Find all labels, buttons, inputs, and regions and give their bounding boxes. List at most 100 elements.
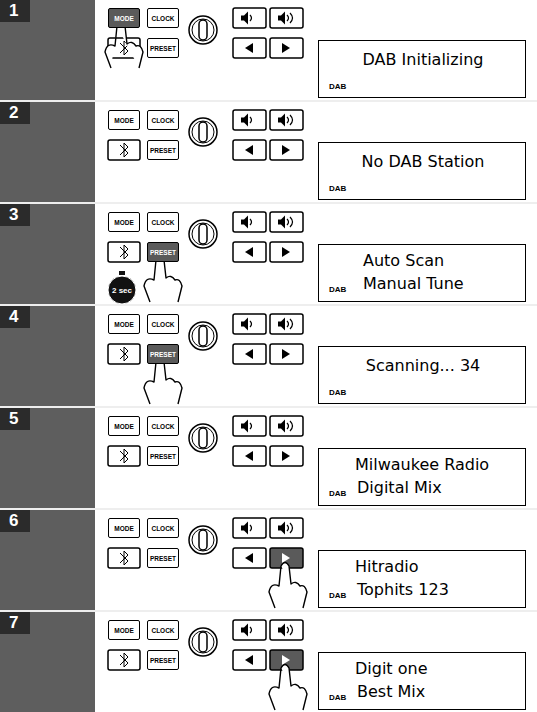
bluetooth-symbol [120, 449, 128, 463]
button-label: CLOCK [148, 423, 178, 430]
bluetooth-button [108, 446, 140, 466]
volume-button [233, 518, 266, 538]
volume-button [270, 416, 303, 436]
control-button: MODE [108, 212, 140, 232]
display-text: Hitradio [355, 557, 419, 576]
arrow-button [233, 548, 266, 568]
band-indicator: DAB [329, 82, 346, 91]
lcd-display: Scanning... 34DAB [318, 346, 526, 404]
arrow-button [233, 344, 266, 364]
band-indicator: DAB [329, 489, 346, 498]
sound-wave [290, 319, 293, 329]
control-button: CLOCK [147, 416, 179, 436]
knob [189, 424, 217, 452]
control-button: CLOCK [147, 620, 179, 640]
button-label: CLOCK [148, 117, 178, 124]
button-label: PRESET [148, 657, 178, 664]
knob-grip [199, 530, 207, 550]
pointing-hand [269, 563, 307, 609]
pointing-hand [144, 257, 182, 303]
knob-ring [192, 19, 214, 41]
sound-wave [287, 117, 289, 123]
step-number: 4 [9, 307, 18, 327]
hand-outline [269, 563, 307, 609]
control-button: PRESET [147, 548, 179, 568]
button-label: CLOCK [148, 525, 178, 532]
knob-ring [192, 427, 214, 449]
button-label: PRESET [148, 351, 178, 358]
control-button: MODE [108, 416, 140, 436]
sound-wave [287, 627, 289, 633]
band-indicator: DAB [329, 591, 346, 600]
row-divider [0, 611, 537, 612]
display-text: Best Mix [357, 682, 425, 701]
control-button: PRESET [147, 446, 179, 466]
display-text: Digit one [355, 659, 428, 678]
bluetooth-button [108, 242, 140, 262]
arrow-icon [245, 655, 253, 665]
button-label: PRESET [148, 45, 178, 52]
row-divider [0, 407, 537, 408]
button-label: CLOCK [148, 321, 178, 328]
control-button: PRESET [147, 38, 179, 58]
step-number: 7 [9, 613, 18, 633]
lcd-display: Milwaukee RadioDigital MixDAB [318, 448, 526, 506]
button-label: MODE [109, 525, 139, 532]
control-button: MODE [108, 8, 140, 28]
knob [189, 118, 217, 146]
bluetooth-symbol [120, 347, 128, 361]
bluetooth-symbol [120, 551, 128, 565]
speaker-icon [241, 114, 248, 127]
lcd-display: Digit oneBest MixDAB [318, 652, 526, 710]
speaker-icon [278, 420, 285, 433]
sound-wave [287, 219, 289, 225]
knob-ring [192, 223, 214, 245]
hand-outline [105, 23, 143, 69]
button-label: MODE [109, 423, 139, 430]
control-button: MODE [108, 518, 140, 538]
step-row [0, 408, 537, 509]
step-tab [0, 408, 30, 430]
step-band [0, 0, 95, 100]
knob [189, 628, 217, 656]
step-number: 1 [9, 1, 18, 21]
knob-grip [199, 428, 207, 448]
arrow-button [233, 446, 266, 466]
sound-wave [250, 423, 252, 429]
knob [189, 16, 217, 44]
step-row [0, 306, 537, 407]
step-tab [0, 306, 30, 328]
step-row [0, 612, 303, 712]
display-text: Manual Tune [363, 274, 464, 293]
button-label: MODE [109, 321, 139, 328]
display-text: Milwaukee Radio [355, 455, 489, 474]
display-text: Auto Scan [363, 251, 444, 270]
sound-wave [290, 217, 293, 227]
knob-grip [199, 20, 207, 40]
sound-wave [290, 421, 293, 431]
sound-wave [250, 321, 252, 327]
hand-outline [144, 257, 182, 303]
hand-outline [269, 665, 307, 711]
arrow-button [233, 242, 266, 262]
display-text: Digital Mix [357, 478, 442, 497]
control-button: PRESET [147, 650, 179, 670]
pointing-hand [105, 23, 143, 69]
bluetooth-button [108, 650, 140, 670]
hand-outline [144, 359, 182, 405]
button-label: MODE [109, 219, 139, 226]
band-indicator: DAB [329, 184, 346, 193]
knob-grip [199, 224, 207, 244]
bluetooth-symbol [120, 245, 128, 259]
pointing-hand [144, 359, 182, 405]
knob-ring [192, 529, 214, 551]
control-button: MODE [108, 110, 140, 130]
volume-button [270, 8, 303, 28]
knob-grip [199, 326, 207, 346]
display-text: No DAB Station [362, 152, 485, 171]
step-band [0, 510, 95, 610]
step-tab [0, 612, 30, 634]
control-button: PRESET [147, 140, 179, 160]
knob [189, 526, 217, 554]
